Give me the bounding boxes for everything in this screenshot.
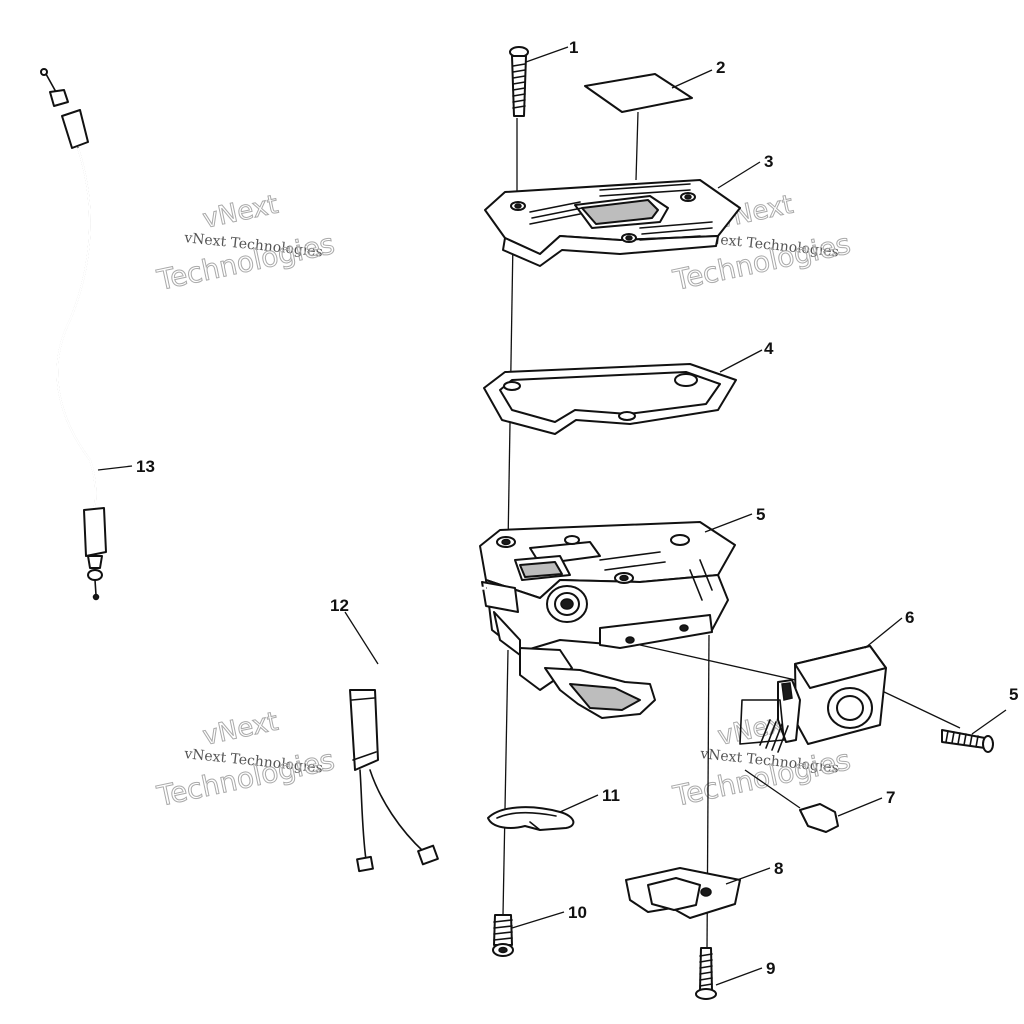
part-4-gasket	[483, 363, 737, 435]
callout-labels: 1 2 3 4 5 5 6 7 8 9 10 11 12 13	[136, 38, 1018, 978]
callout-8: 8	[774, 859, 783, 878]
part-9-screw	[695, 947, 717, 1000]
assembly-line-screw-side	[879, 689, 961, 729]
callout-6: 6	[905, 608, 914, 627]
callout-leaders	[97, 46, 1007, 986]
part-12-harness	[349, 586, 487, 873]
part-5-housing	[479, 521, 736, 719]
part-5-side-screw	[941, 729, 994, 753]
callout-9: 9	[766, 959, 775, 978]
part-11-clip	[487, 806, 575, 831]
callout-7: 7	[886, 788, 895, 807]
callout-1: 1	[569, 38, 578, 57]
part-7-bulb	[799, 803, 839, 833]
callout-11: 11	[602, 786, 620, 805]
callout-2: 2	[716, 58, 725, 77]
callout-13: 13	[136, 457, 155, 476]
callout-10: 10	[568, 903, 587, 922]
part-2-lens	[584, 73, 693, 181]
watermark-top-left: vNext vNext Technologies Technologies	[153, 189, 338, 297]
callout-12: 12	[330, 596, 349, 615]
part-10-bolt	[492, 914, 514, 957]
callout-4: 4	[764, 339, 774, 358]
watermark-bottom-left: vNext vNext Technologies Technologies	[153, 706, 338, 813]
part-1-screw	[509, 46, 529, 117]
assembly-line-bulb	[744, 769, 801, 809]
callout-3: 3	[764, 152, 773, 171]
callout-5-screw: 5	[1009, 685, 1018, 704]
assembly-line-left-lower	[502, 649, 509, 916]
callout-5-housing: 5	[756, 505, 765, 524]
watermark-big-1: vNext	[200, 190, 281, 235]
part-8-clamp	[625, 867, 741, 919]
part-13-cable	[40, 68, 107, 601]
watermark-big-1: vNext	[200, 707, 281, 752]
part-3-cover	[484, 179, 741, 267]
part-6-switch	[739, 645, 887, 753]
